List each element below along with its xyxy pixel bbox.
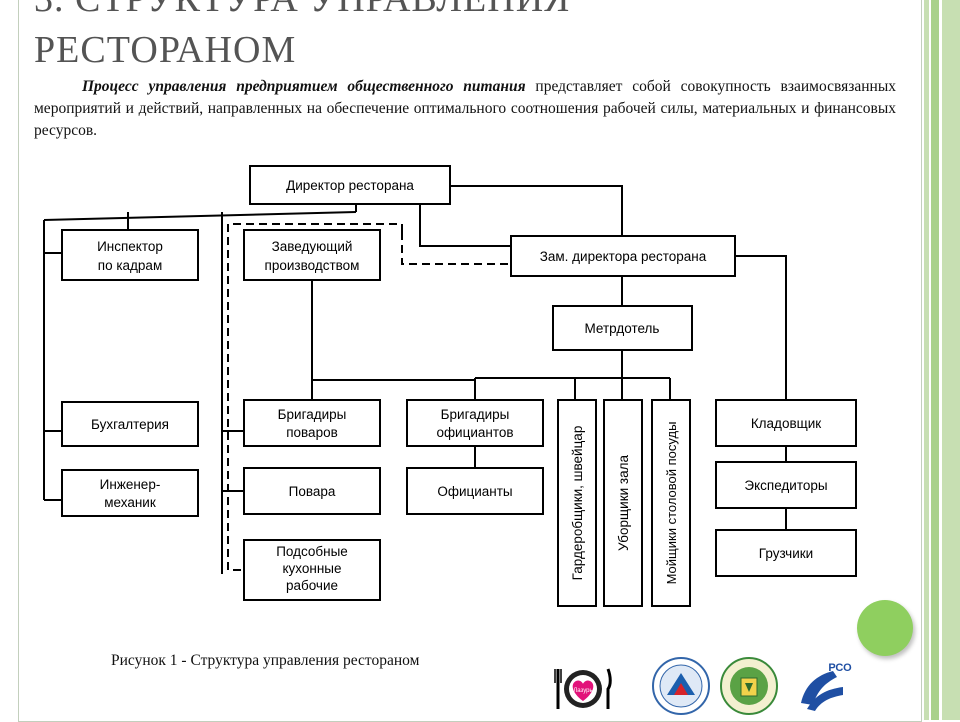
- waiters-label: Официанты: [437, 484, 512, 499]
- accounting-box: Бухгалтерия: [61, 401, 199, 447]
- loaders-label: Грузчики: [759, 546, 813, 561]
- rso-logo: РСО: [801, 662, 852, 711]
- cooks-label: Повара: [289, 484, 336, 499]
- inspector-label-line-1: Инспектор: [97, 239, 163, 254]
- cook-foremen-label-line-2: поваров: [286, 425, 338, 440]
- intro-paragraph: Процесс управления предприятием обществе…: [34, 76, 896, 142]
- loaders-box: Грузчики: [715, 529, 857, 577]
- storekeeper-box: Кладовщик: [715, 399, 857, 447]
- waiter-foremen-box: Бригадиры официантов: [406, 399, 544, 447]
- hall-cleaners-label: Уборщики зала: [616, 455, 631, 551]
- decorative-side-band: [922, 0, 960, 720]
- cooks-box: Повара: [243, 467, 381, 515]
- maitre-label: Метрдотель: [585, 321, 660, 336]
- cloakroom-label: Гардеробщики, швейцар: [570, 426, 585, 581]
- forwarders-label: Экспедиторы: [744, 478, 827, 493]
- engineer-box: Инженер- механик: [61, 469, 199, 517]
- cook-foremen-label-line-1: Бригадиры: [278, 407, 347, 422]
- deputy-label: Зам. директора ресторана: [540, 249, 707, 264]
- dishwashers-label: Мойщики столовой посуды: [664, 422, 679, 585]
- college-emblem-logo: [720, 657, 778, 715]
- kitchen-helpers-label-line-3: рабочие: [286, 578, 338, 593]
- connector-lines: [43, 185, 787, 574]
- waiter-foremen-label-line-2: официантов: [436, 425, 513, 440]
- kitchen-helpers-label-line-1: Подсобные: [276, 544, 348, 559]
- maitre-box: Метрдотель: [552, 305, 693, 351]
- slide-title-line-2: РЕСТОРАНОМ: [34, 29, 297, 71]
- production-head-label-line-1: Заведующий: [272, 239, 353, 254]
- slide-title: 3. СТРУКТУРА УПРАВЛЕНИЯ РЕСТОРАНОМ: [34, 0, 571, 76]
- inspector-box: Инспектор по кадрам: [61, 229, 199, 281]
- production-head-label-line-2: производством: [265, 258, 360, 273]
- lazur-logo-text: Лазурь: [573, 688, 592, 694]
- intro-bold-phrase: Процесс управления предприятием обществе…: [82, 78, 526, 95]
- deputy-box: Зам. директора ресторана: [510, 235, 736, 277]
- figure-caption: Рисунок 1 - Структура управления рестора…: [111, 652, 420, 669]
- kitchen-helpers-label-line-2: кухонные: [282, 561, 341, 576]
- waiters-box: Официанты: [406, 467, 544, 515]
- slide-title-line-1: 3. СТРУКТУРА УПРАВЛЕНИЯ: [34, 0, 571, 25]
- engineer-label-line-2: механик: [104, 495, 156, 510]
- lazur-logo: Лазурь: [554, 668, 612, 709]
- hall-cleaners-box: Уборщики зала: [603, 399, 643, 607]
- storekeeper-label: Кладовщик: [751, 416, 821, 431]
- dishwashers-box: Мойщики столовой посуды: [651, 399, 691, 607]
- decorative-green-circle: [857, 600, 913, 656]
- inspector-label-line-2: по кадрам: [98, 258, 162, 273]
- intro-rest-text: представляет собой совокупность взаимосв…: [34, 78, 896, 139]
- cook-foremen-box: Бригадиры поваров: [243, 399, 381, 447]
- director-box: Директор ресторана: [249, 165, 451, 205]
- cloakroom-box: Гардеробщики, швейцар: [557, 399, 597, 607]
- rso-logo-text: РСО: [828, 662, 852, 674]
- dashed-lines: [227, 223, 511, 571]
- forwarders-box: Экспедиторы: [715, 461, 857, 509]
- kitchen-helpers-box: Подсобные кухонные рабочие: [243, 539, 381, 601]
- engineer-label-line-1: Инженер-: [100, 477, 161, 492]
- production-head-box: Заведующий производством: [243, 229, 381, 281]
- university-emblem-logo: [652, 657, 710, 715]
- director-label: Директор ресторана: [286, 178, 414, 193]
- waiter-foremen-label-line-1: Бригадиры: [441, 407, 510, 422]
- accounting-label: Бухгалтерия: [91, 417, 169, 432]
